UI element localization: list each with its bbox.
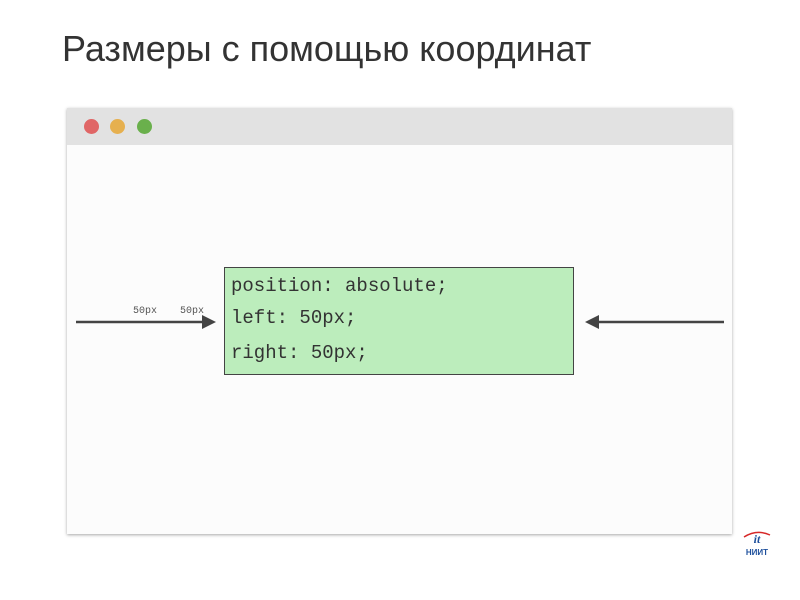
code-line-left: left: 50px;: [231, 307, 357, 329]
code-line-position: position: absolute;: [231, 275, 448, 297]
svg-text:it: it: [754, 532, 761, 546]
browser-title-bar: [67, 108, 732, 145]
positioned-element-box: position: absolute; left: 50px; right: 5…: [224, 267, 574, 375]
close-dot-icon: [84, 119, 99, 134]
distance-label-1: 50px: [133, 306, 158, 317]
code-line-right: right: 50px;: [231, 342, 368, 364]
niit-logo-icon: it НИИТ: [743, 531, 771, 557]
maximize-dot-icon: [137, 119, 152, 134]
slide-title: Размеры с помощью координат: [62, 28, 592, 69]
minimize-dot-icon: [110, 119, 125, 134]
distance-label-2: 50px: [180, 306, 205, 317]
left-arrow-icon: [76, 315, 216, 329]
svg-text:НИИТ: НИИТ: [746, 548, 768, 557]
right-arrow-icon: [585, 315, 724, 329]
